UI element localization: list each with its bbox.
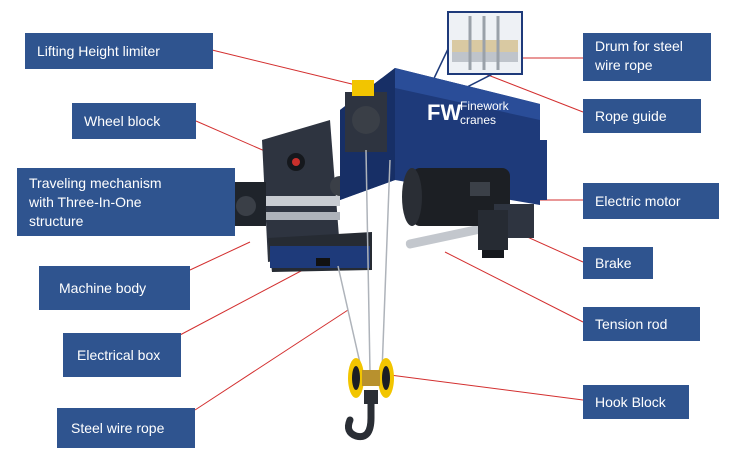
leader-lifting-height-limiter (211, 49, 361, 87)
label-text: Machine body (59, 279, 147, 296)
label-text-line-2: wire rope (595, 57, 653, 73)
label-text-line-1: Drum for steel (595, 38, 683, 54)
label-text: Hook Block (595, 393, 666, 410)
label-text: Electrical box (77, 346, 161, 363)
wheel-block (272, 150, 350, 196)
label-text-line-2: with Three-In-One (29, 194, 142, 210)
label-traveling-mechanism: Traveling mechanism with Three-In-One st… (17, 168, 235, 236)
leader-lines (179, 49, 584, 411)
label-brake: Brake (583, 247, 653, 279)
label-text: Rope guide (595, 107, 667, 124)
logo-mark: FW (427, 100, 461, 125)
logo-line2: cranes (460, 113, 496, 127)
label-lifting-height-limiter: Lifting Height limiter (25, 33, 213, 69)
label-hook-block: Hook Block (583, 385, 689, 419)
traveling-mechanism (232, 182, 340, 226)
leader-electrical-box (179, 261, 319, 336)
label-text-line-3: structure (29, 213, 84, 229)
leader-rope-guide (474, 69, 584, 113)
finework-logo: FW Finework cranes (427, 99, 510, 127)
leader-tension-rod (444, 251, 584, 323)
label-text: Lifting Height limiter (37, 42, 160, 59)
label-wheel-block: Wheel block (72, 103, 196, 139)
steel-wire-rope (337, 149, 391, 373)
label-drum: Drum for steel wire rope (583, 33, 711, 81)
leader-steel-wire-rope (194, 309, 349, 411)
logo-line1: Finework (460, 99, 510, 113)
leader-machine-body (189, 241, 251, 271)
label-text: Wheel block (84, 112, 161, 129)
label-electrical-box: Electrical box (63, 333, 181, 377)
hook-block (345, 358, 394, 441)
label-tension-rod: Tension rod (583, 307, 700, 341)
leader-hook-block (389, 374, 584, 401)
label-text-line-1: Traveling mechanism (29, 175, 162, 191)
label-text: Steel wire rope (71, 419, 165, 436)
tension-rod (405, 224, 485, 249)
brake (478, 210, 508, 258)
label-text: Tension rod (595, 315, 668, 332)
label-machine-body: Machine body (39, 266, 190, 310)
label-steel-wire-rope: Steel wire rope (57, 408, 195, 448)
label-electric-motor: Electric motor (583, 183, 719, 219)
label-rope-guide: Rope guide (583, 99, 701, 133)
label-text: Electric motor (595, 192, 681, 209)
label-text: Brake (595, 254, 632, 271)
